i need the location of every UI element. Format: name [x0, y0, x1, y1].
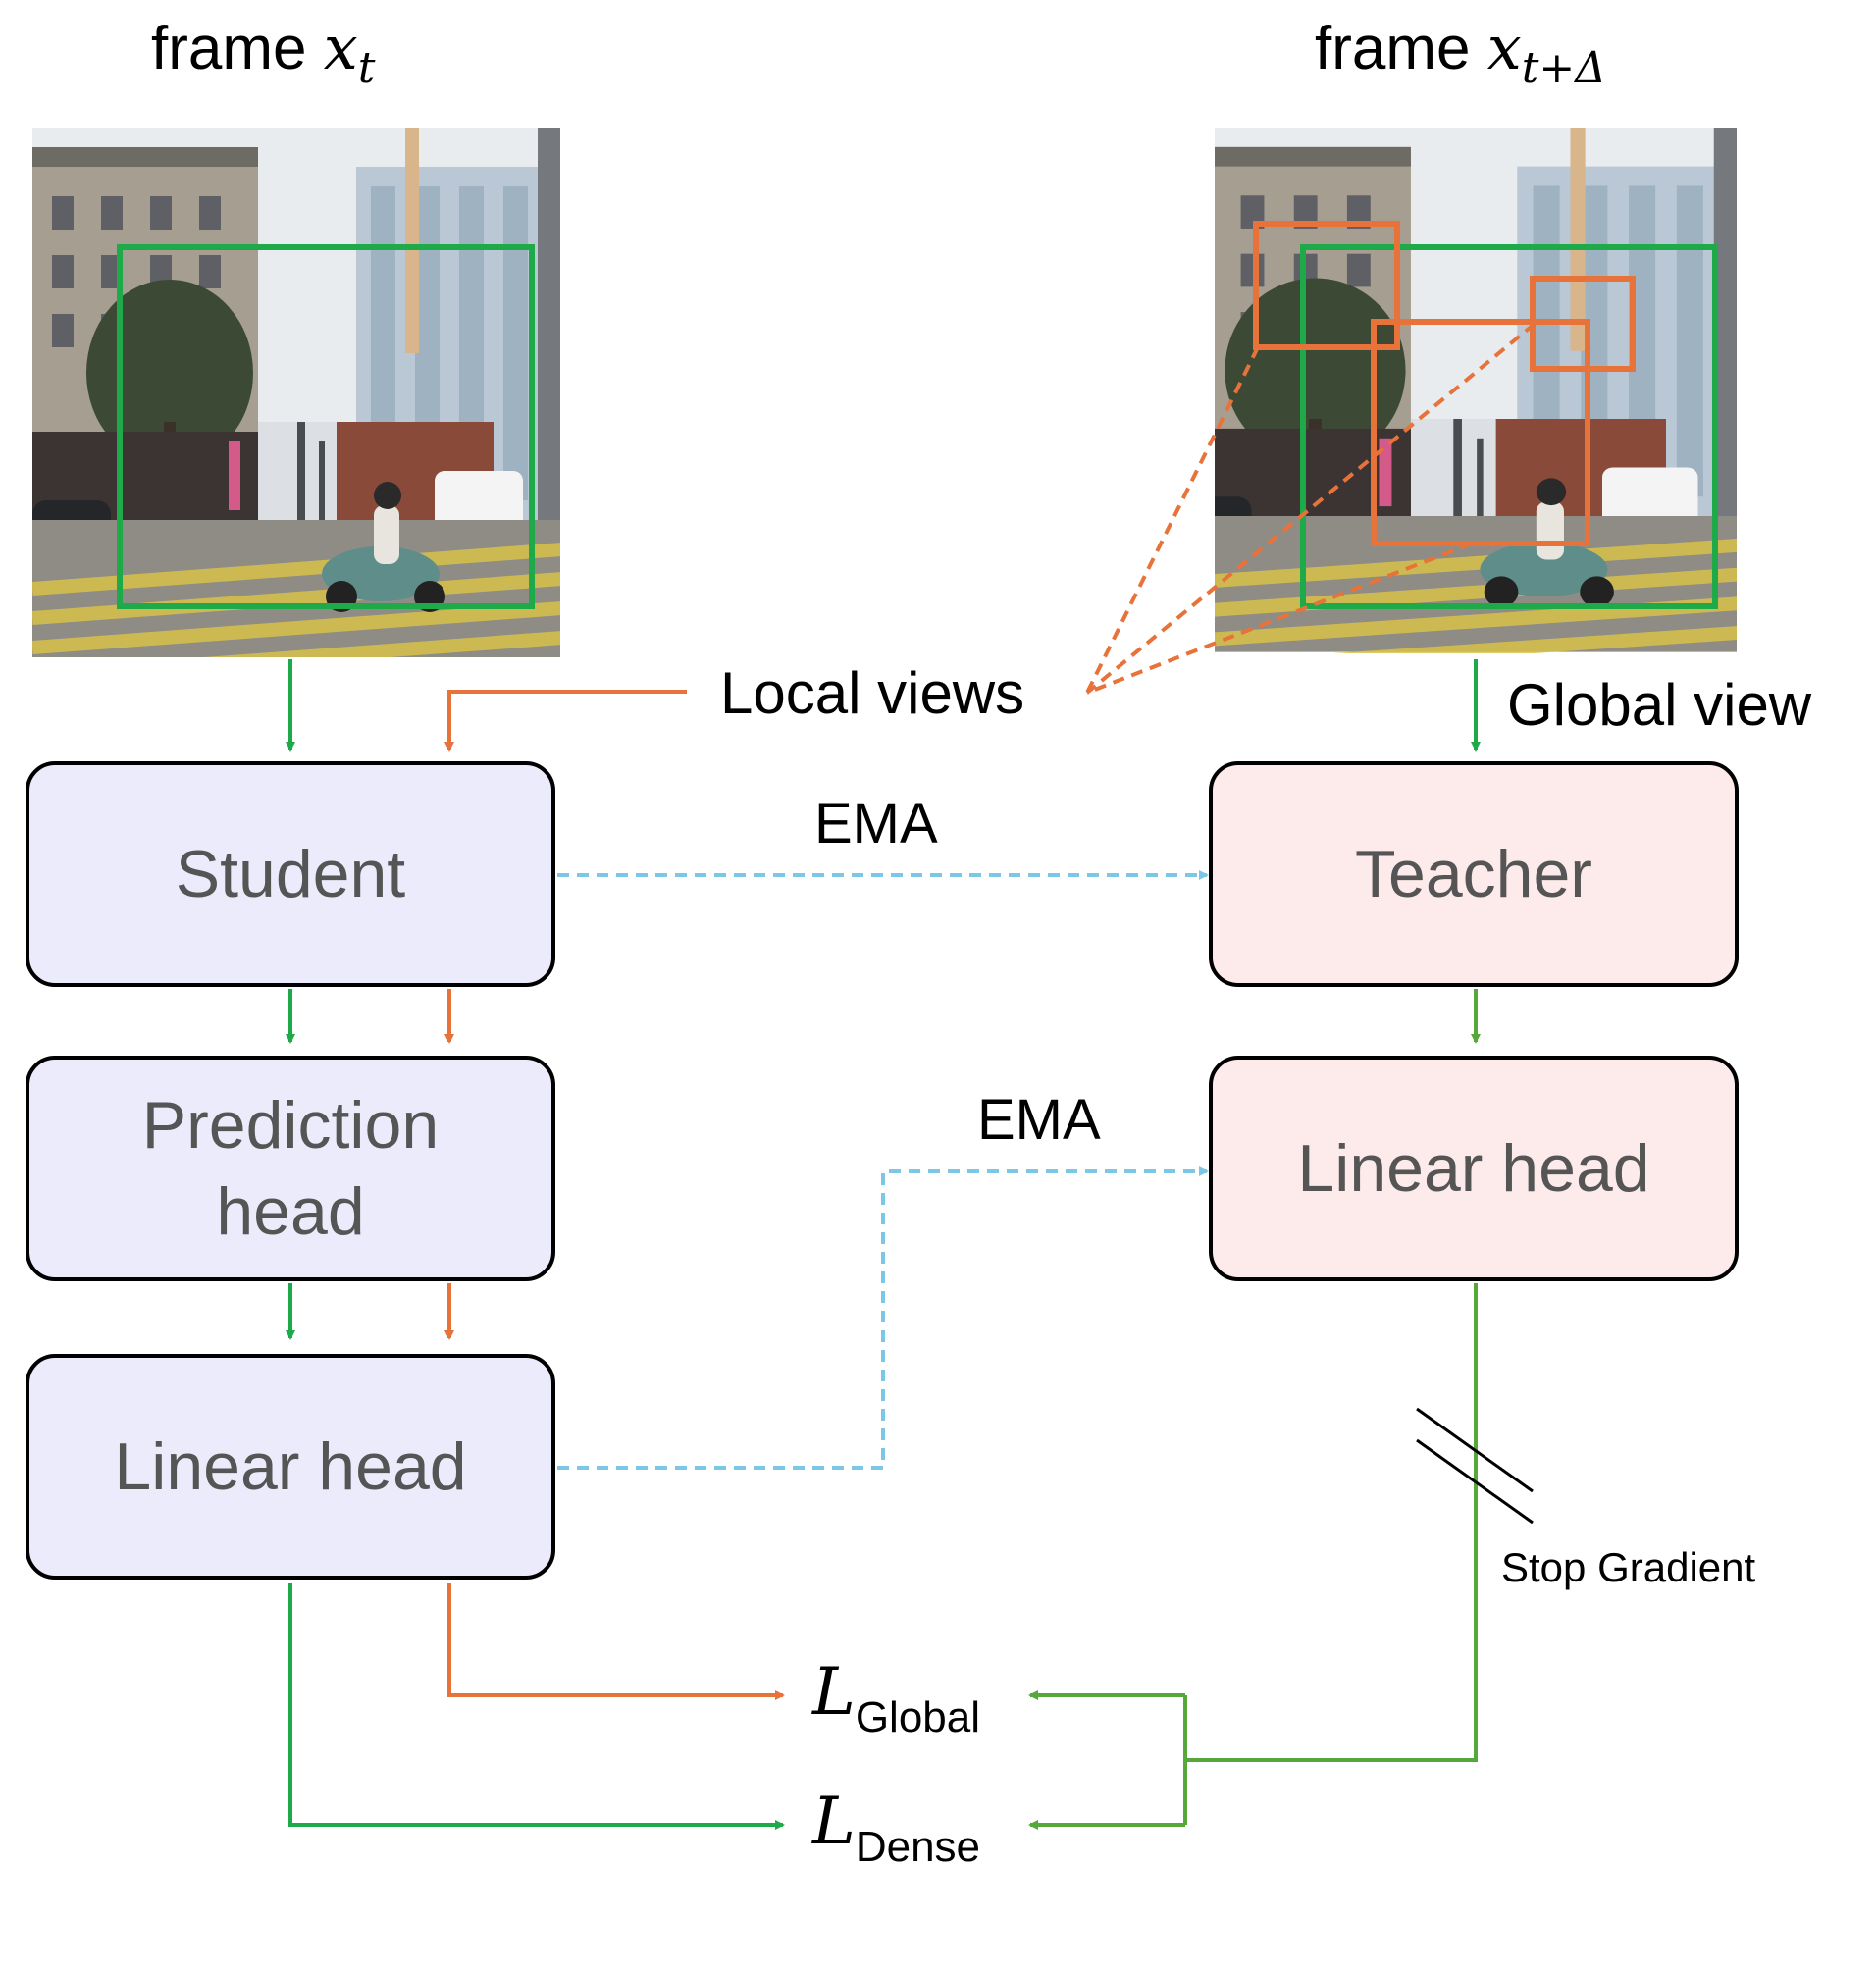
local-view-crop-1 — [1253, 221, 1400, 350]
global-view-label: Global view — [1507, 672, 1812, 738]
teacher-linear-head-box: Linear head — [1209, 1056, 1739, 1281]
frame-t-delta-image — [1167, 128, 1741, 671]
ema-label-bottom: EMA — [977, 1088, 1101, 1152]
arrow-to-l-global-orange — [447, 1583, 785, 1700]
local-view-crop-3 — [1371, 319, 1590, 546]
teacher-linear-head-label: Linear head — [1297, 1130, 1650, 1206]
arrow-local-views-to-student — [444, 690, 687, 752]
l-dense: LDense — [812, 1784, 981, 1871]
l-global: LGlobal — [812, 1654, 981, 1741]
arrow-to-l-dense-green — [288, 1583, 785, 1830]
teacher-box: Teacher — [1209, 761, 1739, 987]
student-label: Student — [175, 836, 406, 911]
frame-t-global-crop — [117, 244, 535, 609]
frame-t-delta-title: frame xt+Δ — [1315, 12, 1607, 93]
stop-gradient-label: Stop Gradient — [1501, 1544, 1756, 1590]
ema-label-top: EMA — [814, 792, 938, 855]
prediction-head-box: Prediction head — [26, 1056, 555, 1281]
student-linear-head-label: Linear head — [114, 1428, 467, 1504]
teacher-output-line — [1185, 1283, 1478, 1762]
local-views-label: Local views — [720, 660, 1025, 726]
stop-gradient-mark — [1416, 1407, 1534, 1525]
prediction-head-label-line2: head — [216, 1174, 365, 1249]
frame-t-image — [32, 128, 562, 677]
teacher-label: Teacher — [1355, 836, 1592, 911]
ema-arrow-linear-to-linear — [557, 1166, 1209, 1470]
prediction-head-label-line1: Prediction — [141, 1087, 440, 1163]
frame-t-title: frame xt — [151, 12, 376, 93]
frame-t-delta-global-crop — [1300, 244, 1718, 609]
student-linear-head-box: Linear head — [26, 1354, 555, 1580]
local-view-connectors — [1085, 322, 1537, 695]
student-box: Student — [26, 761, 555, 987]
